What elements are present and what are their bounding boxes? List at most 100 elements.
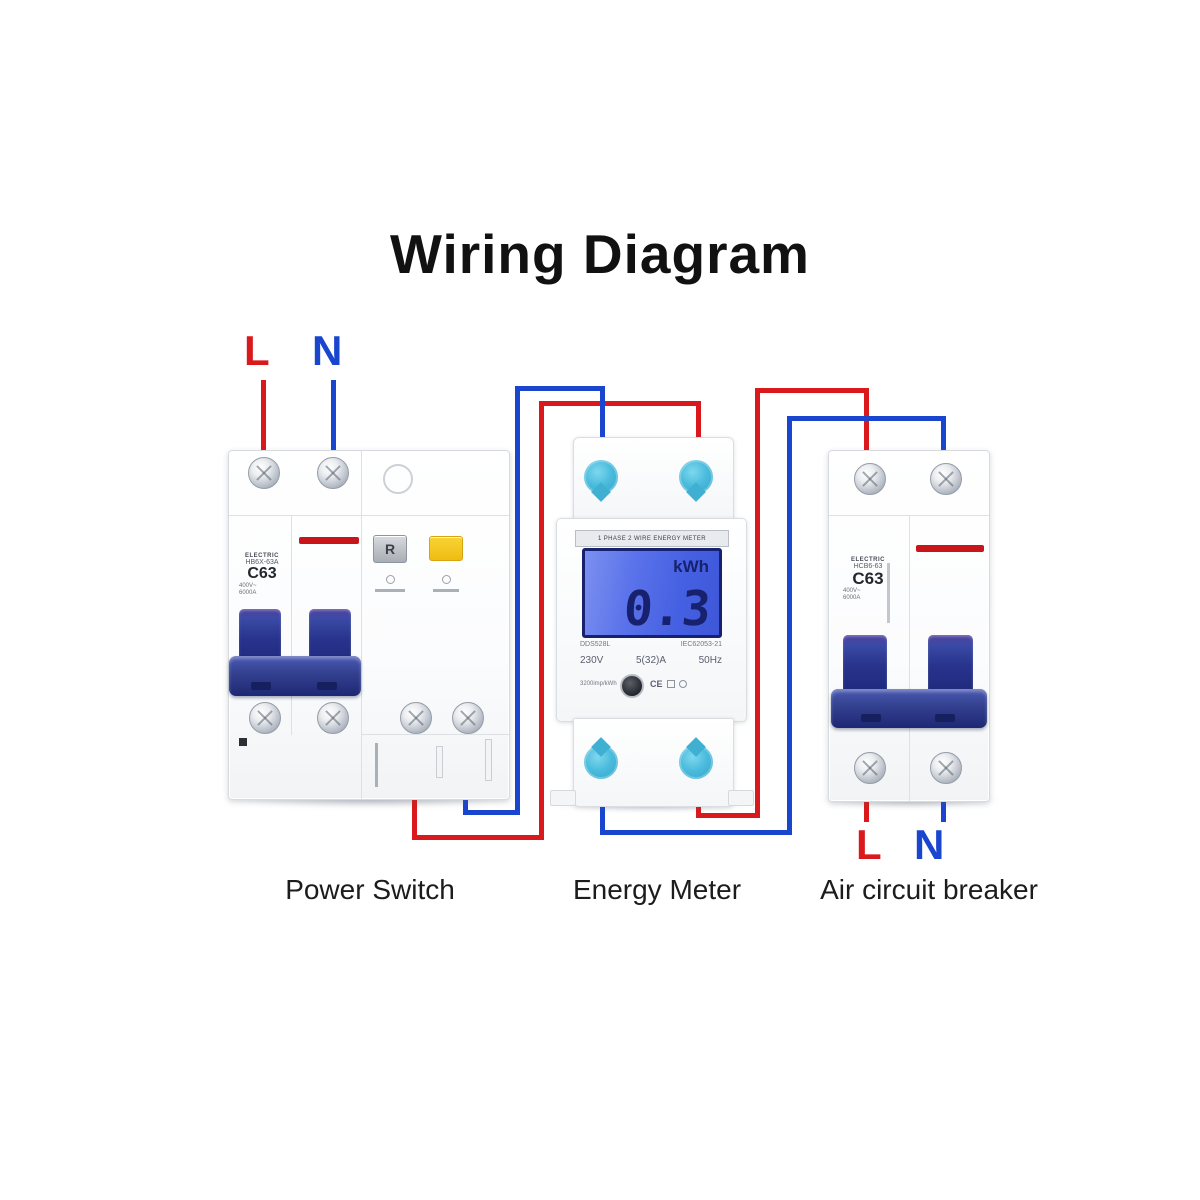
toggle-handle-prong: [928, 635, 973, 691]
screw-terminal-icon: [854, 752, 886, 784]
pole-seam: [361, 451, 362, 799]
micro-text-bar: [375, 743, 378, 787]
brand-label: ELECTRIC: [851, 557, 885, 563]
lcd-screen: kWh 0.3: [582, 548, 722, 638]
spec-voltage: 400V~: [843, 587, 861, 594]
neutral-label-top: N: [312, 327, 343, 374]
wire-live-segment: [696, 813, 760, 818]
meter-frequency-label: 50Hz: [698, 655, 722, 666]
wire-live-feed: [261, 380, 266, 472]
lcd-value: 0.3: [622, 581, 713, 637]
wire-neutral-segment: [515, 386, 520, 815]
screw-terminal-icon: [317, 702, 349, 734]
air-breaker-labels: ELECTRIC HCB6-63 C63 400V~ 6000A: [835, 557, 901, 603]
toggle-handle-bar: [831, 689, 987, 728]
spec-current: 6000A: [843, 595, 861, 602]
toggle-slot: [317, 682, 337, 690]
meter-foot: [550, 790, 576, 806]
din-slot: [436, 746, 443, 778]
cert-mark-icon: [678, 680, 687, 688]
rating-label: C63: [247, 565, 277, 582]
reset-button-label: R: [384, 541, 396, 557]
meter-standard-label: IEC62053-21: [680, 641, 722, 648]
meter-terminal-icon: [584, 460, 618, 494]
meter-voltage-label: 230V: [580, 655, 604, 666]
neutral-label-bottom: N: [914, 821, 945, 868]
mini-indicator-icon: [442, 575, 451, 584]
air-breaker-device: ELECTRIC HCB6-63 C63 400V~ 6000A: [828, 450, 990, 802]
spec-voltage: 400V~: [239, 582, 257, 589]
screw-terminal-icon: [400, 702, 432, 734]
reset-button: R: [373, 535, 407, 563]
wire-neutral-segment: [787, 416, 792, 835]
toggle-slot: [861, 714, 881, 722]
screw-terminal-icon: [452, 702, 484, 734]
mount-hole-icon: [383, 464, 413, 494]
toggle-handle-prong: [843, 635, 887, 691]
screw-terminal-icon: [854, 463, 886, 495]
screw-terminal-icon: [930, 463, 962, 495]
wire-neutral-segment: [600, 386, 605, 472]
toggle-handle-bar: [229, 656, 361, 696]
screw-terminal-icon: [930, 752, 962, 784]
meter-terminal-icon: [679, 745, 713, 779]
status-indicator: [299, 537, 359, 544]
wire-live-segment: [864, 388, 869, 472]
meter-terminal-icon: [679, 460, 713, 494]
live-label-bottom: L: [856, 821, 882, 868]
model-label: HCB6-63: [853, 563, 883, 570]
wire-neutral-segment: [600, 830, 792, 835]
power-switch-caption: Power Switch: [285, 874, 455, 905]
meter-header-strip: 1 PHASE 2 WIRE ENERGY METER: [575, 530, 729, 547]
din-slot: [485, 739, 492, 781]
status-indicator: [916, 545, 984, 552]
meter-impulse-row: 3200imp/kWh: [580, 681, 620, 687]
air-breaker-caption: Air circuit breaker: [820, 874, 1038, 905]
din-clip-dot: [239, 738, 247, 746]
meter-cert-row: CE: [650, 679, 687, 689]
cert-mark-icon: [666, 680, 675, 688]
screw-terminal-icon: [249, 702, 281, 734]
wire-neutral-segment: [941, 416, 946, 472]
meter-model-label: DDS528L: [580, 641, 611, 648]
wire-live-segment: [539, 401, 701, 406]
pole-seam: [909, 515, 910, 801]
toggle-handle-prong: [239, 609, 281, 664]
meter-header-text: 1 PHASE 2 WIRE ENERGY METER: [597, 535, 707, 542]
micro-text-bar: [375, 589, 405, 592]
meter-impulse-label: 3200imp/kWh: [580, 681, 617, 687]
wire-neutral-segment: [787, 416, 946, 421]
mini-indicator-icon: [386, 575, 395, 584]
power-switch-device: ELECTRIC HB6X-63A C63 400V~ 6000A R: [228, 450, 510, 800]
wire-live-segment: [755, 388, 869, 393]
meter-terminal-icon: [584, 745, 618, 779]
test-button: [429, 536, 463, 561]
micro-text-bar: [887, 563, 890, 623]
micro-text-bar: [433, 589, 459, 592]
lcd-unit-label: kWh: [673, 557, 709, 576]
energy-meter-caption: Energy Meter: [572, 874, 742, 905]
screw-terminal-icon: [248, 457, 280, 489]
toggle-slot: [935, 714, 955, 722]
power-switch-labels: ELECTRIC HB6X-63A C63 400V~ 6000A: [233, 553, 291, 598]
wire-live-segment: [539, 401, 544, 840]
pole-seam: [291, 515, 292, 735]
meter-current-label: 5(32)A: [635, 655, 666, 666]
meter-model-row: DDS528L IEC62053-21: [580, 641, 722, 648]
seam: [229, 515, 509, 516]
meter-foot: [728, 790, 754, 806]
ce-mark: CE: [650, 679, 663, 689]
seam: [361, 734, 509, 735]
toggle-slot: [251, 682, 271, 690]
page-title: Wiring Diagram: [390, 223, 810, 285]
energy-meter-device: 1 PHASE 2 WIRE ENERGY METER kWh 0.3 DDS5…: [550, 437, 754, 807]
rating-label: C63: [852, 569, 884, 588]
meter-button: [620, 674, 644, 698]
meter-rating-row: 230V 5(32)A 50Hz: [580, 655, 722, 666]
screw-terminal-icon: [317, 457, 349, 489]
wire-neutral-feed: [331, 380, 336, 472]
wire-live-segment: [412, 835, 544, 840]
spec-current: 6000A: [239, 590, 257, 597]
wire-live-segment: [696, 401, 701, 471]
